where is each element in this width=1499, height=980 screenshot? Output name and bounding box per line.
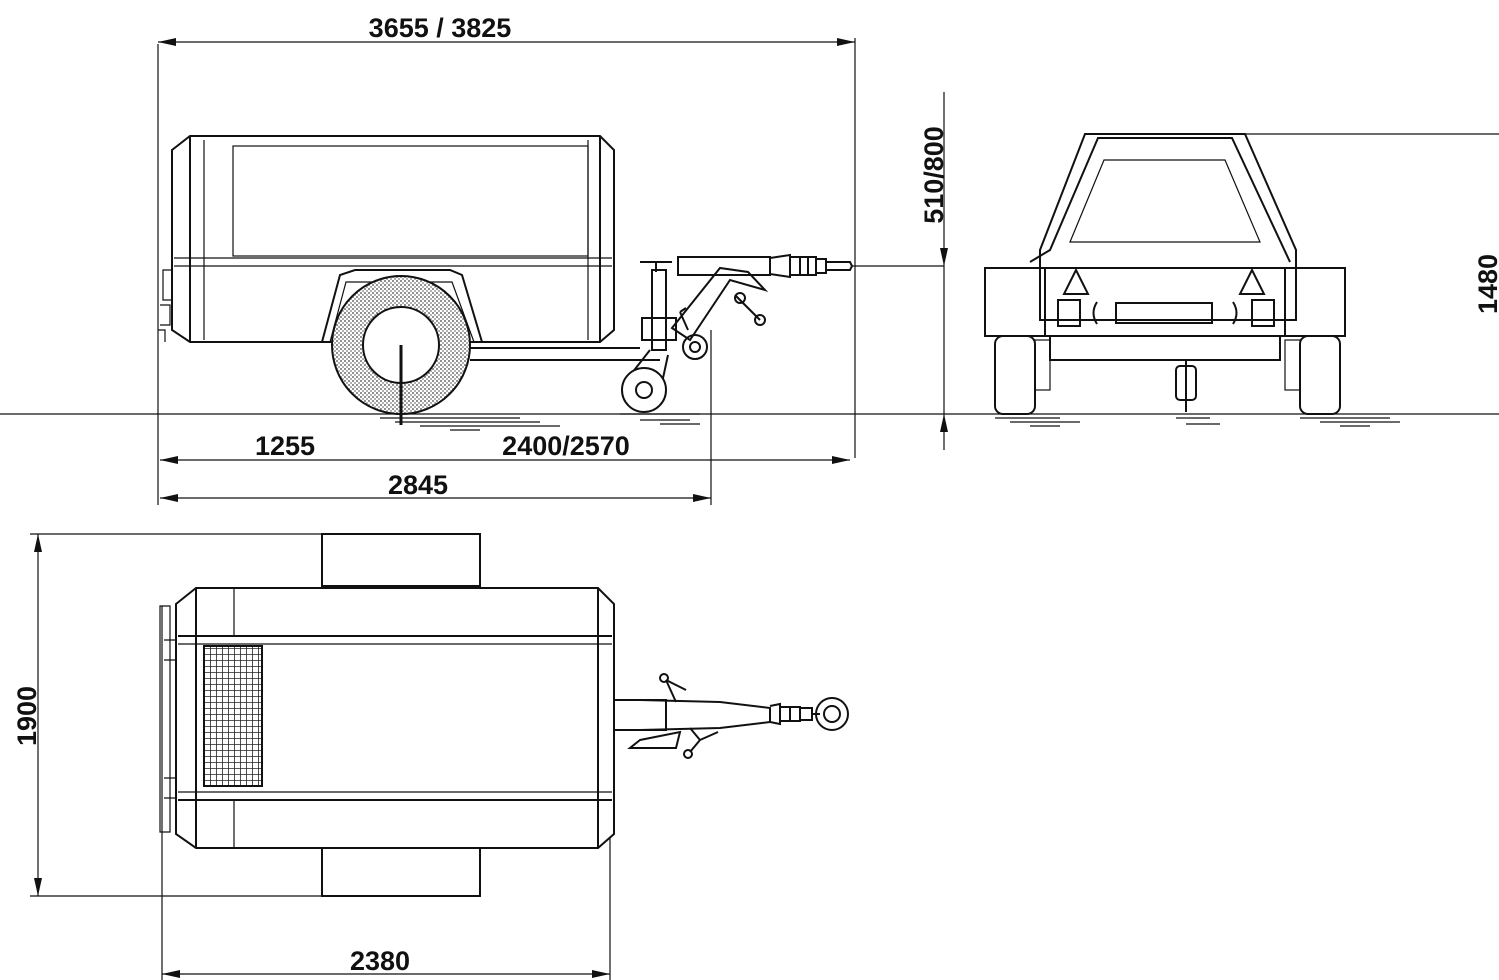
dim-overall-length: 3655 / 3825	[369, 13, 512, 43]
top-dimensions: 1900 2380	[12, 533, 611, 980]
towing-eye	[815, 697, 849, 731]
front-view: 1480	[984, 133, 1499, 427]
dim-body-length: 2845	[388, 470, 448, 500]
side-dimensions: 3655 / 3825 1255 2400/2570 2845 510/800	[157, 13, 949, 505]
top-view	[159, 533, 849, 897]
dim-wheel-to-hitch: 2400/2570	[502, 431, 630, 461]
side-view	[158, 135, 944, 431]
dim-wheel-to-rear: 1255	[255, 431, 315, 461]
dim-overall-height: 1480	[1473, 254, 1499, 314]
jockey-wheel	[621, 367, 667, 413]
front-wheel-right	[1299, 335, 1341, 415]
dim-drawbar-height: 510/800	[919, 126, 949, 224]
front-wheel-left	[994, 335, 1036, 415]
air-intake-grille	[203, 645, 263, 787]
dim-top-length: 2380	[350, 946, 410, 976]
dim-overall-width: 1900	[12, 686, 42, 746]
